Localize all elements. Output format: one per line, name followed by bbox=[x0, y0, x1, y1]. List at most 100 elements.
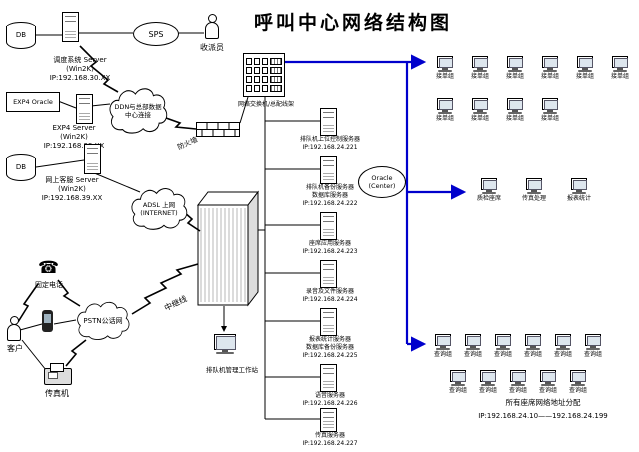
seat-terminal-label: 查询组 bbox=[463, 351, 482, 358]
server-icon bbox=[320, 364, 337, 392]
seat-terminal: 查询组 bbox=[443, 370, 473, 395]
seat-terminal-label: 接单组 bbox=[505, 73, 524, 80]
computer-icon bbox=[542, 98, 558, 110]
page-title: 呼叫中心网络结构图 bbox=[253, 12, 452, 34]
dispatch-server-icon bbox=[62, 12, 79, 42]
seat-terminal: 查询组 bbox=[533, 370, 563, 395]
computer-icon bbox=[465, 334, 481, 346]
seat-terminal: 查询组 bbox=[578, 334, 608, 359]
fax-machine-icon bbox=[44, 363, 72, 385]
seat-terminal: 质检座席 bbox=[474, 178, 504, 203]
computer-icon bbox=[495, 334, 511, 346]
seat-terminal-label: 接单组 bbox=[540, 115, 559, 122]
monitor-icon bbox=[214, 334, 236, 350]
seat-terminal-label: 报表统计 bbox=[566, 195, 591, 202]
seat-terminal-label: 接单组 bbox=[610, 73, 629, 80]
black-links bbox=[19, 32, 407, 420]
seat-terminal-label: 接单组 bbox=[575, 73, 594, 80]
server-icon bbox=[320, 260, 337, 288]
seat-terminal: 接单组 bbox=[430, 56, 460, 81]
computer-icon bbox=[542, 56, 558, 68]
exp4-server-icon bbox=[76, 94, 93, 124]
oracle-center-node: Oracle (Center) bbox=[358, 166, 406, 198]
seat-terminal: 查询组 bbox=[503, 370, 533, 395]
computer-icon bbox=[450, 370, 466, 382]
network-switch-icon bbox=[243, 53, 285, 97]
computer-icon bbox=[437, 98, 453, 110]
ddn-cloud: DDN与总部数据 中心连接 bbox=[106, 86, 170, 136]
cloud-icon bbox=[77, 301, 130, 341]
server-label: 录音及文件服务器 IP:192.168.24.224 bbox=[302, 288, 358, 303]
seat-terminal: 接单组 bbox=[605, 56, 635, 81]
cloud-icon bbox=[109, 88, 168, 134]
computer-icon bbox=[481, 178, 497, 190]
computer-icon bbox=[480, 370, 496, 382]
seat-terminal: 接单组 bbox=[465, 98, 495, 123]
seat-terminal-label: 接单组 bbox=[470, 115, 489, 122]
web-server-label: 网上客服 Server (Win2K) IP:192.168.39.XX bbox=[41, 176, 103, 202]
seat-terminal-label: 接单组 bbox=[540, 73, 559, 80]
computer-icon bbox=[571, 178, 587, 190]
computer-icon bbox=[507, 98, 523, 110]
fixed-phone-label: 固定电话 bbox=[35, 281, 63, 289]
firewall-icon bbox=[196, 122, 240, 137]
computer-icon bbox=[507, 56, 523, 68]
seat-terminal: 查询组 bbox=[428, 334, 458, 359]
seat-terminal-label: 接单组 bbox=[435, 115, 454, 122]
computer-icon bbox=[540, 370, 556, 382]
customer-label: 客户 bbox=[7, 344, 23, 353]
seat-terminal: 接单组 bbox=[570, 56, 600, 81]
computer-icon bbox=[510, 370, 526, 382]
courier-label: 收派员 bbox=[200, 43, 224, 52]
server-label: 传真服务器 IP:192.168.24.227 bbox=[302, 432, 358, 447]
computer-icon bbox=[472, 56, 488, 68]
seat-terminal: 查询组 bbox=[473, 370, 503, 395]
seat-ip-note-range: IP:192.168.24.10——192.168.24.199 bbox=[478, 412, 608, 420]
lan-backbone bbox=[285, 54, 467, 352]
server-icon bbox=[320, 108, 337, 136]
seat-terminal-label: 查询组 bbox=[538, 387, 557, 394]
seat-terminal-label: 查询组 bbox=[523, 351, 542, 358]
database-label: DB bbox=[15, 163, 27, 171]
seat-terminal-label: 查询组 bbox=[568, 387, 587, 394]
network-switch-label: 网络交换机/总配线架 bbox=[237, 101, 295, 108]
seat-terminal-label: 查询组 bbox=[493, 351, 512, 358]
adsl-cloud-label: ADSL 上网 (INTERNET) bbox=[140, 201, 178, 217]
seat-terminal-label: 查询组 bbox=[448, 387, 467, 394]
seat-terminal-label: 质检座席 bbox=[476, 195, 501, 202]
ddn-cloud-label: DDN与总部数据 中心连接 bbox=[114, 103, 162, 119]
management-workstation-icon bbox=[210, 334, 240, 354]
adsl-cloud: ADSL 上网 (INTERNET) bbox=[128, 186, 190, 232]
seat-terminal-label: 查询组 bbox=[583, 351, 602, 358]
dispatch-server-label: 调度系统 Server (Win2K) IP:192.168.30.XX bbox=[49, 56, 111, 82]
computer-icon bbox=[612, 56, 628, 68]
seat-terminal: 接单组 bbox=[500, 56, 530, 81]
seat-terminal-label: 传真处理 bbox=[521, 195, 546, 202]
pstn-cloud: PSTN公话网 bbox=[74, 300, 132, 342]
seat-terminal-label: 查询组 bbox=[478, 387, 497, 394]
customer-person-icon bbox=[6, 316, 22, 341]
computer-icon bbox=[577, 56, 593, 68]
seat-terminal: 查询组 bbox=[458, 334, 488, 359]
courier-person-icon bbox=[204, 14, 220, 39]
seat-terminal: 接单组 bbox=[500, 98, 530, 123]
seat-terminal: 查询组 bbox=[548, 334, 578, 359]
computer-icon bbox=[555, 334, 571, 346]
database-icon: DB bbox=[6, 22, 36, 49]
seat-terminal-label: 查询组 bbox=[433, 351, 452, 358]
seat-ip-note-title: 所有座席网络地址分配 bbox=[505, 398, 581, 407]
cloud-icon bbox=[131, 188, 188, 230]
server-label: 排队机上位控制服务器 IP:192.168.24.221 bbox=[299, 136, 360, 151]
seat-terminal: 接单组 bbox=[465, 56, 495, 81]
computer-icon bbox=[526, 178, 542, 190]
exp4-server-label: EXP4 Server (Win2K) IP:192.168.39.XX bbox=[43, 124, 105, 150]
web-server-icon bbox=[84, 144, 101, 174]
computer-icon bbox=[437, 56, 453, 68]
database-label: DB bbox=[15, 31, 27, 39]
seat-terminal-label: 查询组 bbox=[553, 351, 572, 358]
seat-terminal: 查询组 bbox=[563, 370, 593, 395]
fax-machine-label: 传真机 bbox=[45, 389, 69, 398]
seat-terminal-label: 查询组 bbox=[508, 387, 527, 394]
pstn-cloud-label: PSTN公话网 bbox=[83, 317, 123, 325]
